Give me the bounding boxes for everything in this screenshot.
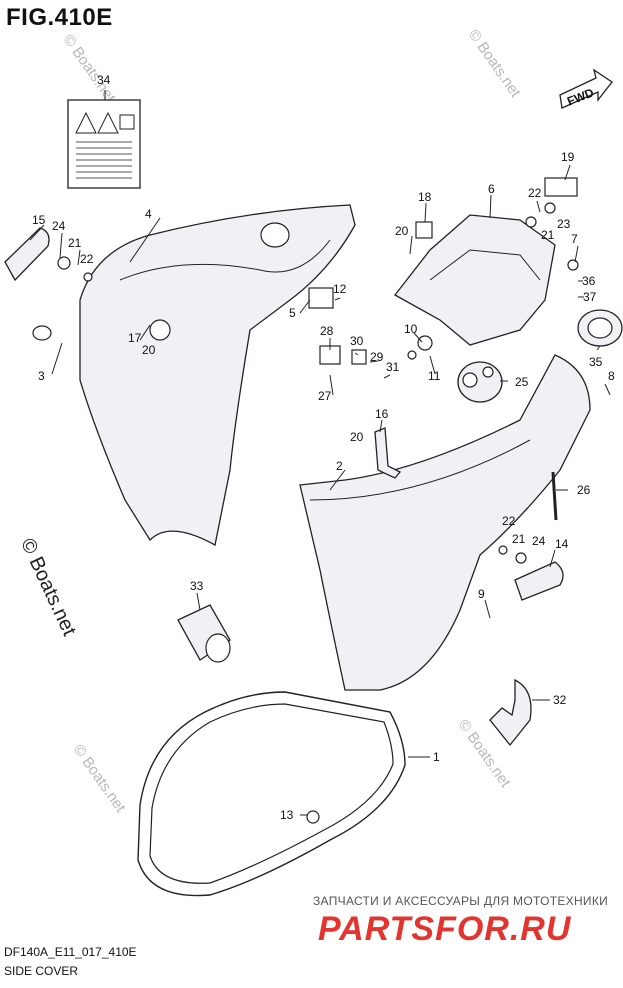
callout-33: 33 [190, 579, 204, 593]
handle-right [514, 561, 564, 601]
callout-21c: 21 [512, 532, 526, 546]
callout-31: 31 [386, 360, 400, 374]
callout-12: 12 [333, 282, 347, 296]
callout-7: 7 [571, 232, 578, 246]
callout-15: 15 [32, 213, 46, 227]
callout-10: 10 [404, 322, 418, 336]
callout-32: 32 [553, 693, 567, 707]
diagram-name: SIDE COVER [4, 964, 79, 978]
callout-22c: 22 [502, 514, 516, 528]
callout-26: 26 [577, 483, 591, 497]
callout-20: 20 [395, 224, 409, 238]
diagram-code: DF140A_E11_017_410E [4, 945, 137, 959]
callout-16: 16 [375, 407, 389, 421]
handle-left [4, 227, 50, 282]
callout-11: 11 [428, 369, 441, 383]
fwd-label: FWD [565, 85, 596, 108]
cover-seal [137, 691, 406, 897]
figure-title: FIG.410E [6, 4, 113, 31]
promo-tagline: ЗАПЧАСТИ И АКСЕССУАРЫ ДЛЯ МОТОТЕХНИКИ [313, 894, 609, 908]
side-cover-lower [299, 354, 591, 691]
promo-logo: PARTSFOR.RU [318, 910, 572, 948]
hose-bracket [489, 678, 532, 747]
callout-27: 27 [318, 389, 332, 403]
side-cover-upper [79, 204, 356, 547]
callout-13: 13 [280, 808, 294, 822]
callout-29: 29 [370, 350, 384, 364]
callout-23: 23 [557, 217, 571, 231]
grommet-ring [32, 325, 52, 341]
callout-1: 1 [433, 750, 440, 764]
callout-21b: 21 [541, 228, 555, 242]
callout-22: 22 [80, 252, 94, 266]
callout-18: 18 [418, 190, 432, 204]
cable-tie [551, 471, 558, 521]
callout-20c: 20 [350, 430, 364, 444]
callout-21: 21 [68, 236, 82, 250]
callout-6: 6 [488, 182, 495, 196]
fwd-arrow-icon: FWD [559, 68, 613, 109]
callout-24: 24 [52, 219, 66, 233]
callout-4: 4 [145, 207, 152, 221]
callout-30: 30 [350, 334, 364, 348]
callout-19: 19 [561, 150, 575, 164]
hardware [57, 177, 579, 824]
callout-9: 9 [478, 587, 485, 601]
latch [374, 427, 402, 479]
callout-20b: 20 [142, 343, 156, 357]
grommet [457, 361, 503, 403]
hose-fitting [177, 604, 231, 663]
callout-37: 37 [583, 290, 597, 304]
callout-5: 5 [289, 306, 296, 320]
callout-2: 2 [336, 459, 343, 473]
callout-14: 14 [555, 537, 569, 551]
callout-24b: 24 [532, 534, 546, 548]
callout-22b: 22 [528, 186, 542, 200]
callout-36: 36 [582, 274, 596, 288]
callout-3: 3 [38, 369, 45, 383]
clamp [577, 309, 623, 347]
callout-17: 17 [128, 331, 142, 345]
bracket [394, 214, 556, 346]
warning-label-sticker [67, 99, 141, 189]
callout-35: 35 [589, 355, 603, 369]
callout-28: 28 [320, 324, 334, 338]
callout-8: 8 [608, 369, 615, 383]
callout-34: 34 [97, 73, 111, 87]
callout-25: 25 [515, 375, 529, 389]
